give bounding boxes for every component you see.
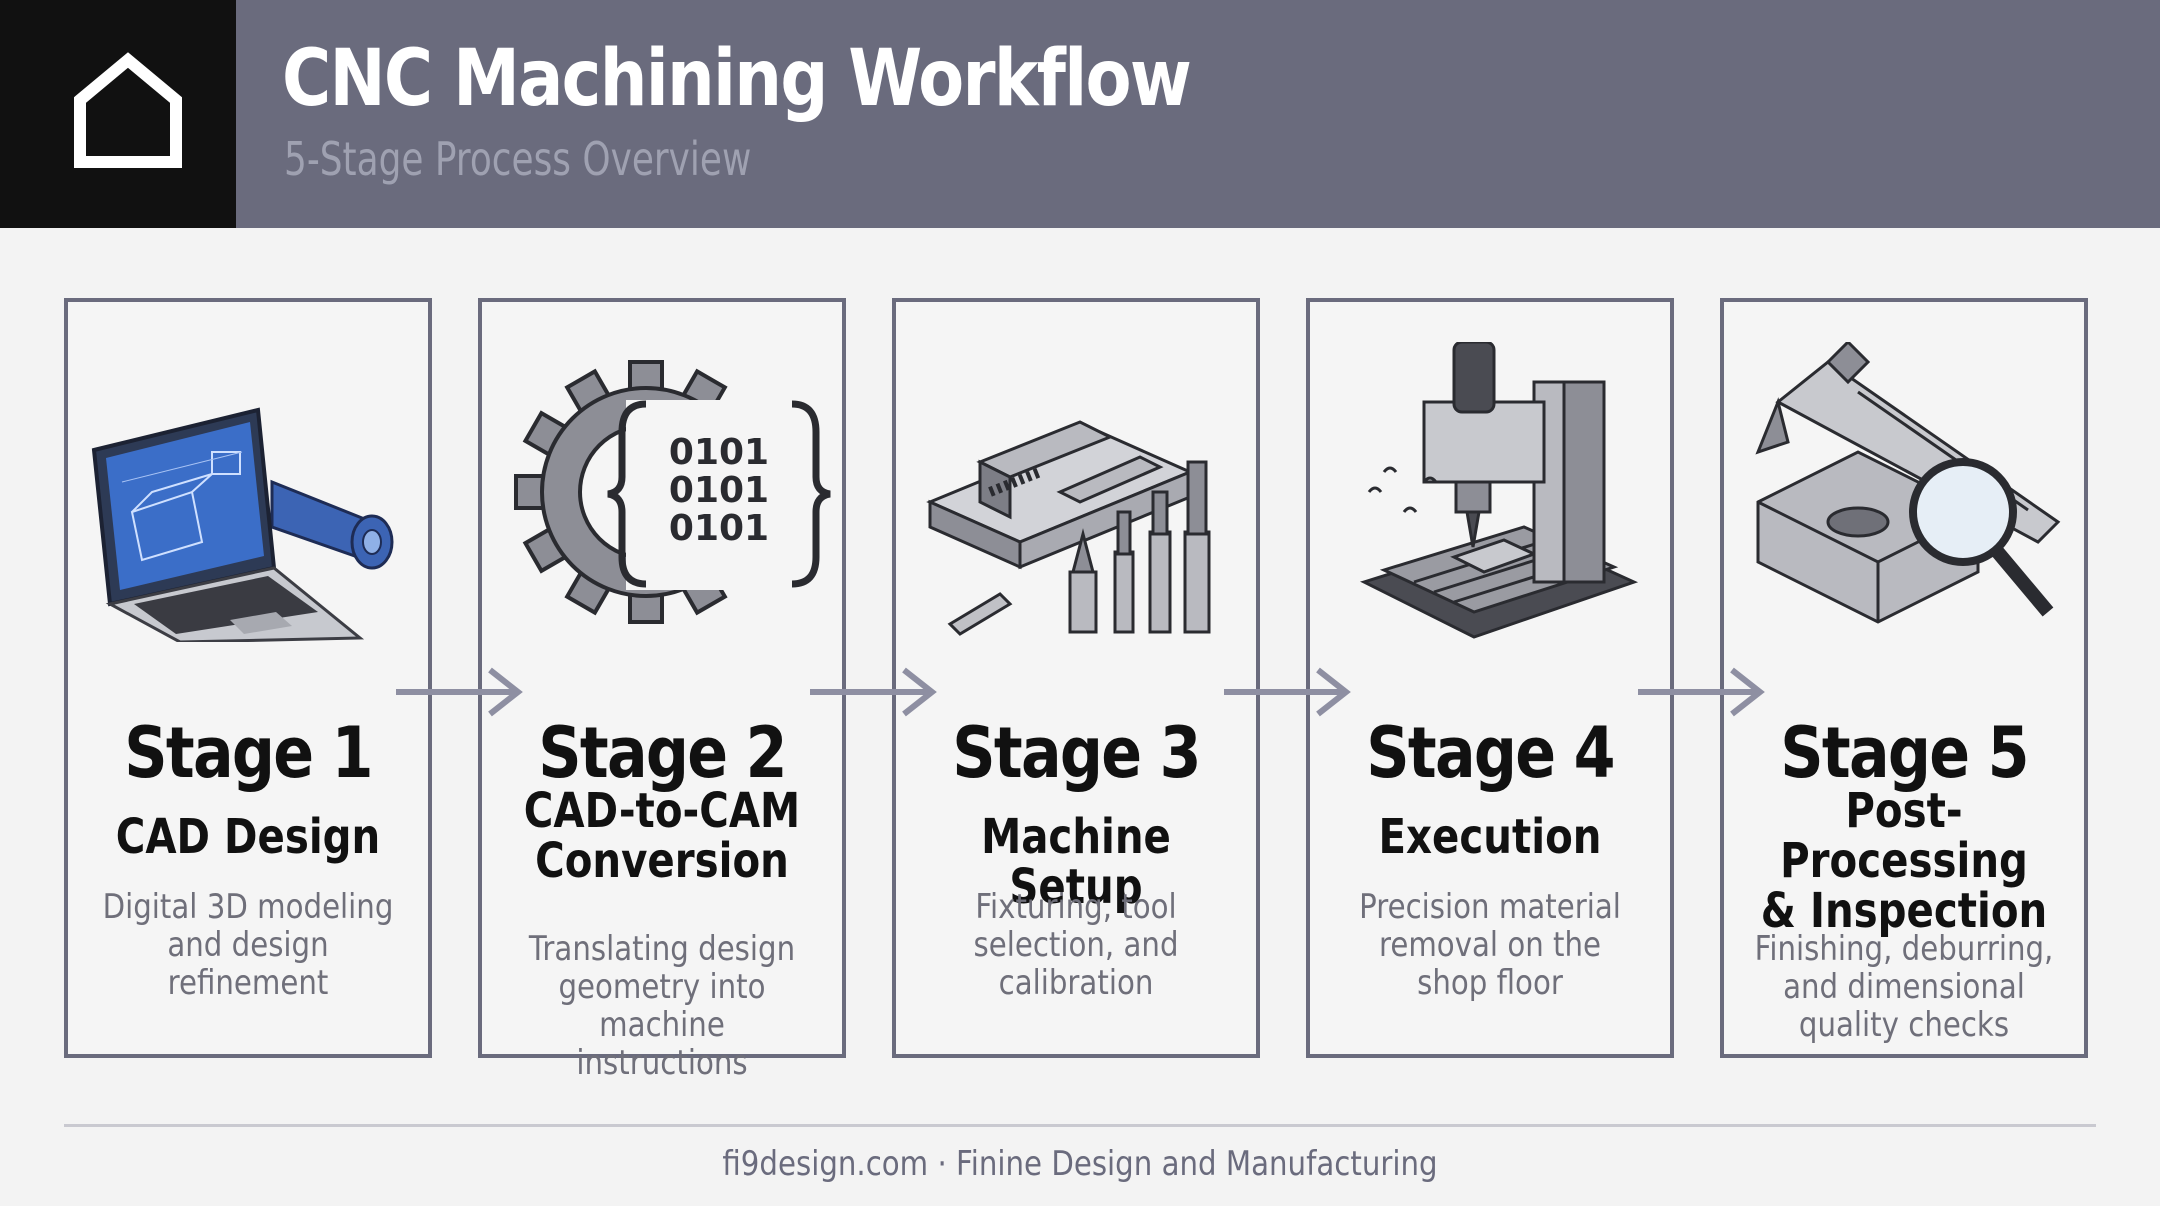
stage-name: Execution xyxy=(1378,809,1602,865)
logo xyxy=(0,0,236,228)
stage-number: Stage 3 xyxy=(952,712,1201,794)
stage-number: Stage 4 xyxy=(1366,712,1615,794)
stage-description: Translating design geometry into machine… xyxy=(528,929,796,1083)
stage-name: CAD-to-CAM Conversion xyxy=(523,783,801,889)
caliper-magnifier-icon xyxy=(1755,342,2061,624)
stage-description: Digital 3D modeling and design refinemen… xyxy=(102,887,394,1003)
house-outline-icon xyxy=(74,52,182,168)
stage-name: CAD Design xyxy=(115,809,381,865)
milling-machine-icon xyxy=(1360,342,1639,639)
vise-cutting-tools-icon xyxy=(926,420,1211,636)
stage-description: Finishing, deburring, and dimensional qu… xyxy=(1754,929,2054,1045)
arrow-right-icon xyxy=(810,667,937,717)
arrow-right-icon xyxy=(396,667,523,717)
svg-text:0101: 0101 xyxy=(669,508,769,549)
stage-card-1: Stage 1 CAD Design Digital 3D modeling a… xyxy=(64,298,432,1058)
stage-description: Fixturing, tool selection, and calibrati… xyxy=(973,887,1179,1003)
stage-card-2: 0101 0101 0101 Stage 2 CAD-to-CAM Conver… xyxy=(478,298,846,1082)
svg-text:0101: 0101 xyxy=(669,432,769,473)
stage-card-5: Stage 5 Post-Processing & Inspection Fin… xyxy=(1720,298,2088,1058)
svg-text:0101: 0101 xyxy=(669,470,769,511)
laptop-blueprint-icon xyxy=(91,407,394,642)
footer-divider xyxy=(64,1124,2096,1127)
stage-number: Stage 2 xyxy=(538,712,787,794)
page-title: CNC Machining Workflow xyxy=(282,34,1192,124)
header-bar: CNC Machining Workflow 5-Stage Process O… xyxy=(0,0,2160,228)
page-subtitle: 5-Stage Process Overview xyxy=(284,132,752,186)
stage-name: Post-Processing & Inspection xyxy=(1760,783,2048,939)
stage-name: Machine Setup xyxy=(981,809,1171,915)
stage-number: Stage 1 xyxy=(124,712,373,794)
stage-card-4: Stage 4 Execution Precision material rem… xyxy=(1306,298,1674,1058)
arrow-right-icon xyxy=(1638,667,1765,717)
stage-card-3: Stage 3 Machine Setup Fixturing, tool se… xyxy=(892,298,1260,1058)
footer-credit: fi9design.com · Finine Design and Manufa… xyxy=(722,1144,1438,1184)
gear-binary-code-icon: 0101 0101 0101 xyxy=(514,360,831,624)
stage-number: Stage 5 xyxy=(1780,712,2029,794)
stage-description: Precision material removal on the shop f… xyxy=(1359,887,1621,1003)
arrow-right-icon xyxy=(1224,667,1351,717)
